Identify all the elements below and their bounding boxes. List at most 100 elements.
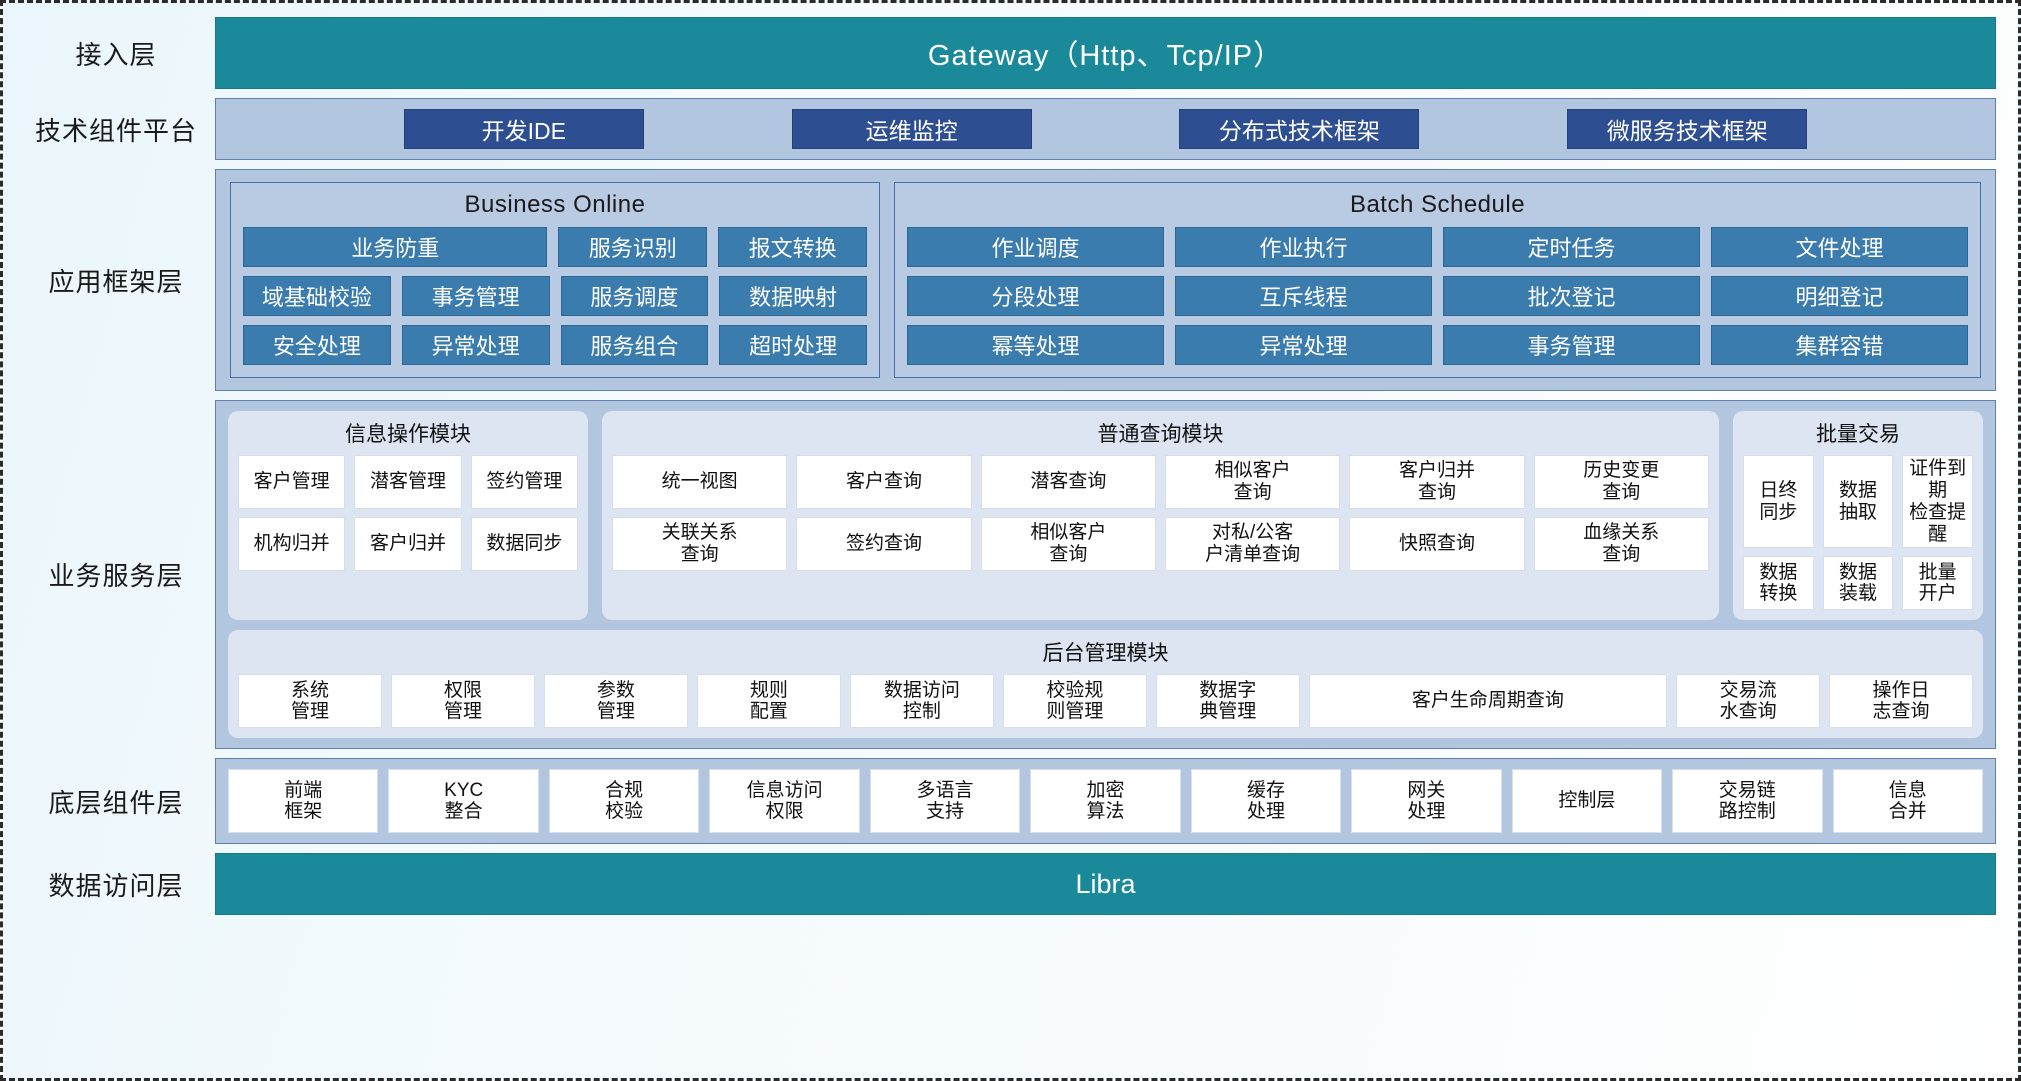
app-framework-panel: Business Online 业务防重 服务识别 报文转换 域基础校验 事务管…	[215, 169, 1996, 391]
module-cell[interactable]: 数据 转换	[1743, 556, 1814, 611]
module-row: 关联关系 查询 签约查询 相似客户 查询 对私/公客 户清单查询 快照查询 血缘…	[612, 517, 1709, 571]
layer-label-dataaccess: 数据访问层	[48, 870, 184, 901]
fw-cell[interactable]: 安全处理	[243, 325, 391, 365]
fw-cell[interactable]: 服务识别	[558, 227, 708, 267]
fw-cell[interactable]: 异常处理	[1175, 325, 1432, 365]
module-cell[interactable]: 数据同步	[470, 517, 578, 571]
layer-label-appframe: 应用框架层	[48, 266, 184, 297]
base-cell-frontend[interactable]: 前端 框架	[228, 769, 379, 834]
fw-cell[interactable]: 集群容错	[1711, 325, 1968, 365]
module-cell[interactable]: 签约管理	[470, 455, 578, 509]
module-cell[interactable]: 客户归并	[354, 517, 462, 571]
fw-cell[interactable]: 报文转换	[718, 227, 867, 267]
fw-cell[interactable]: 分段处理	[907, 276, 1164, 316]
fw-cell[interactable]: 数据映射	[719, 276, 867, 316]
base-cell-kyc[interactable]: KYC 整合	[388, 769, 539, 834]
base-cell-access[interactable]: 信息访问 权限	[709, 769, 860, 834]
base-cell-control[interactable]: 控制层	[1511, 769, 1663, 834]
fw-cell[interactable]: 超时处理	[719, 325, 867, 365]
fw-cell[interactable]: 定时任务	[1443, 227, 1700, 267]
base-cell-gateway[interactable]: 网关 处理	[1351, 769, 1502, 834]
module-cell[interactable]: 历史变更 查询	[1533, 455, 1709, 509]
fw-cell[interactable]: 服务组合	[560, 325, 709, 365]
module-cell[interactable]: 数据 装载	[1822, 556, 1894, 611]
module-cell[interactable]: 交易流 水查询	[1676, 674, 1821, 729]
fw-cell[interactable]: 作业执行	[1175, 227, 1432, 267]
layer-label-tech: 技术组件平台	[34, 115, 197, 146]
base-components-panel: 前端 框架 KYC 整合 合规 校验 信息访问 权限 多语言 支持 加密 算法 …	[215, 758, 1996, 845]
fw-cell[interactable]: 幂等处理	[907, 325, 1164, 365]
layer-label-access: 接入层	[75, 39, 157, 70]
module-row: 客户管理 潜客管理 签约管理	[238, 455, 578, 509]
fw-row: 作业调度 作业执行 定时任务 文件处理	[907, 227, 1968, 267]
tech-item-dist[interactable]: 分布式技术框架	[1179, 109, 1420, 149]
fw-row: 业务防重 服务识别 报文转换	[243, 227, 867, 267]
layer-label-basecomp: 底层组件层	[48, 787, 184, 818]
fw-cell[interactable]: 业务防重	[243, 227, 548, 267]
module-cell[interactable]: 权限 管理	[390, 674, 535, 729]
module-cell[interactable]: 系统 管理	[238, 674, 382, 729]
module-cell[interactable]: 数据访问 控制	[849, 674, 994, 729]
module-cell[interactable]: 日终 同步	[1743, 455, 1814, 549]
module-cell[interactable]: 客户归并 查询	[1349, 455, 1525, 509]
module-cell[interactable]: 对私/公客 户清单查询	[1164, 517, 1341, 571]
business-service-panel: 信息操作模块 客户管理 潜客管理 签约管理 机构归并 客户归并 数据同步	[215, 400, 1996, 750]
fw-row: 安全处理 异常处理 服务组合 超时处理	[243, 325, 867, 365]
module-batch-trade: 批量交易 日终 同步 数据 抽取 证件到期 检查提醒 数据 转换 数据 装载 批…	[1733, 411, 1983, 621]
base-cell-merge[interactable]: 信息 合并	[1832, 769, 1983, 834]
module-info-operation: 信息操作模块 客户管理 潜客管理 签约管理 机构归并 客户归并 数据同步	[228, 411, 588, 621]
module-cell[interactable]: 统一视图	[612, 455, 788, 509]
base-cell-i18n[interactable]: 多语言 支持	[869, 769, 1021, 834]
module-cell[interactable]: 数据 抽取	[1822, 455, 1894, 549]
module-cell[interactable]: 潜客查询	[980, 455, 1156, 509]
group-batch-schedule: Batch Schedule 作业调度 作业执行 定时任务 文件处理 分段处理 …	[894, 182, 1981, 378]
fw-row: 分段处理 互斥线程 批次登记 明细登记	[907, 276, 1968, 316]
module-backoffice: 后台管理模块 系统 管理 权限 管理 参数 管理 规则 配置 数据访问 控制 校…	[228, 630, 1983, 739]
module-cell[interactable]: 操作日 志查询	[1829, 674, 1974, 729]
gateway-bar: Gateway（Http、Tcp/IP）	[215, 17, 1996, 89]
module-row: 机构归并 客户归并 数据同步	[238, 517, 578, 571]
module-cell[interactable]: 相似客户 查询	[1164, 455, 1341, 509]
tech-item-ide[interactable]: 开发IDE	[403, 109, 644, 149]
module-cell[interactable]: 机构归并	[238, 517, 346, 571]
module-cell[interactable]: 证件到期 检查提醒	[1902, 455, 1974, 549]
fw-cell[interactable]: 事务管理	[1443, 325, 1700, 365]
fw-cell[interactable]: 服务调度	[560, 276, 709, 316]
fw-cell[interactable]: 批次登记	[1443, 276, 1700, 316]
module-cell[interactable]: 校验规 则管理	[1002, 674, 1147, 729]
fw-cell[interactable]: 事务管理	[401, 276, 550, 316]
layer-label-bizservice: 业务服务层	[48, 561, 184, 592]
fw-cell[interactable]: 作业调度	[907, 227, 1164, 267]
module-common-query: 普通查询模块 统一视图 客户查询 潜客查询 相似客户 查询 客户归并 查询 历史…	[602, 411, 1719, 621]
tech-item-microsvc[interactable]: 微服务技术框架	[1567, 109, 1808, 149]
fw-cell[interactable]: 域基础校验	[243, 276, 391, 316]
module-cell[interactable]: 签约查询	[796, 517, 972, 571]
base-cell-compliance[interactable]: 合规 校验	[548, 769, 700, 834]
fw-cell[interactable]: 异常处理	[401, 325, 550, 365]
fw-cell[interactable]: 明细登记	[1711, 276, 1968, 316]
base-cell-tradechain[interactable]: 交易链 路控制	[1672, 769, 1823, 834]
base-cell-crypto[interactable]: 加密 算法	[1030, 769, 1181, 834]
module-cell[interactable]: 参数 管理	[543, 674, 688, 729]
module-cell[interactable]: 规则 配置	[696, 674, 841, 729]
module-cell[interactable]: 血缘关系 查询	[1533, 517, 1709, 571]
tech-platform-panel: 开发IDE 运维监控 分布式技术框架 微服务技术框架	[215, 98, 1996, 160]
module-row: 数据 转换 数据 装载 批量 开户	[1743, 556, 1974, 611]
module-cell[interactable]: 相似客户 查询	[980, 517, 1156, 571]
module-cell[interactable]: 关联关系 查询	[612, 517, 788, 571]
fw-cell[interactable]: 互斥线程	[1175, 276, 1432, 316]
module-cell[interactable]: 客户查询	[796, 455, 972, 509]
base-cell-cache[interactable]: 缓存 处理	[1190, 769, 1342, 834]
module-cell[interactable]: 客户生命周期查询	[1308, 674, 1668, 729]
layer-business-service: 业务服务层 信息操作模块 客户管理 潜客管理 签约管理 机构归并	[17, 400, 1996, 750]
module-cell[interactable]: 快照查询	[1349, 517, 1525, 571]
module-cell[interactable]: 客户管理	[238, 455, 346, 509]
tech-item-ops[interactable]: 运维监控	[791, 109, 1032, 149]
grid-business-online: 业务防重 服务识别 报文转换 域基础校验 事务管理 服务调度 数据映射 安全处理	[243, 227, 867, 365]
fw-cell[interactable]: 文件处理	[1711, 227, 1968, 267]
module-cell[interactable]: 潜客管理	[354, 455, 462, 509]
layer-base-components: 底层组件层 前端 框架 KYC 整合 合规 校验 信息访问 权限 多语言 支持 …	[17, 758, 1996, 845]
group-title-batch-schedule: Batch Schedule	[1349, 191, 1526, 218]
module-cell[interactable]: 数据字 典管理	[1155, 674, 1300, 729]
module-cell[interactable]: 批量 开户	[1902, 556, 1974, 611]
